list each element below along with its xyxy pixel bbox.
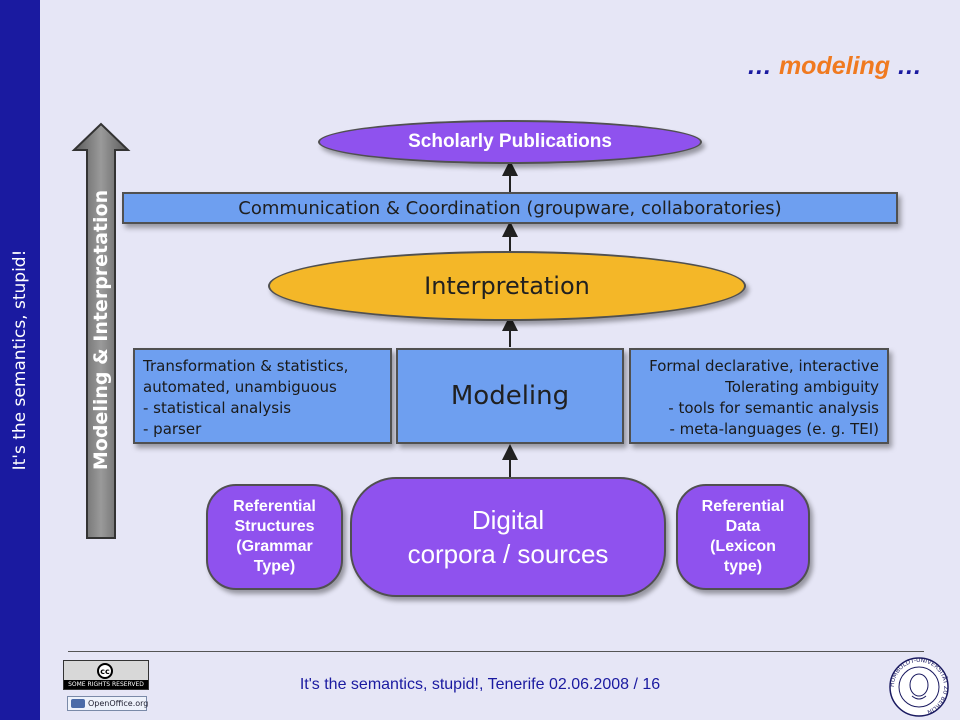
corpora-sources-label: corpora / sources <box>407 539 609 569</box>
digital-corpora-node: Digital corpora / sources <box>350 477 666 597</box>
title-text: modeling <box>778 52 891 80</box>
scholarly-publications-node: Scholarly Publications <box>318 120 702 164</box>
cc-icon: cc <box>97 663 113 679</box>
modeling-label: Modeling <box>450 381 570 411</box>
vertical-gray-arrow <box>71 122 131 539</box>
openoffice-label: OpenOffice.org <box>88 699 149 708</box>
transformation-box: Transformation & statistics, automated, … <box>133 348 392 444</box>
openoffice-badge: OpenOffice.org <box>67 696 149 711</box>
creative-commons-badge: cc SOME RIGHTS RESERVED <box>63 660 149 690</box>
openoffice-logo-icon <box>71 699 85 708</box>
scholarly-publications-label: Scholarly Publications <box>408 131 612 152</box>
communication-label: Communication & Coordination (groupware,… <box>238 197 782 219</box>
referential-structures-label: Referential Structures (Grammar Type) <box>233 498 316 575</box>
interpretation-node: Interpretation <box>268 251 746 321</box>
footer-text: It's the semantics, stupid!, Tenerife 02… <box>299 676 661 693</box>
sidebar: It's the semantics, stupid! <box>0 0 40 720</box>
cc-rights-label: SOME RIGHTS RESERVED <box>64 680 148 689</box>
referential-structures-node: Referential Structures (Grammar Type) <box>206 484 343 590</box>
referential-data-label: Referential Data (Lexicon type) <box>701 498 785 575</box>
interpretation-label: Interpretation <box>424 272 590 300</box>
slide-title: … modeling … <box>747 52 922 81</box>
title-dots-left: … <box>746 52 772 80</box>
digital-label: Digital <box>471 505 545 535</box>
footer-divider <box>68 651 924 652</box>
formal-declarative-box: Formal declarative, interactive Tolerati… <box>629 348 889 444</box>
modeling-node: Modeling <box>396 348 624 444</box>
title-dots-right: … <box>897 52 922 80</box>
referential-data-node: Referential Data (Lexicon type) <box>676 484 810 590</box>
university-seal-logo: HUMBOLDT-UNIVERSITÄT ZU BERLIN <box>889 657 949 717</box>
vertical-arrow-label: Modeling & Interpretation <box>90 189 112 471</box>
communication-node: Communication & Coordination (groupware,… <box>122 192 898 224</box>
